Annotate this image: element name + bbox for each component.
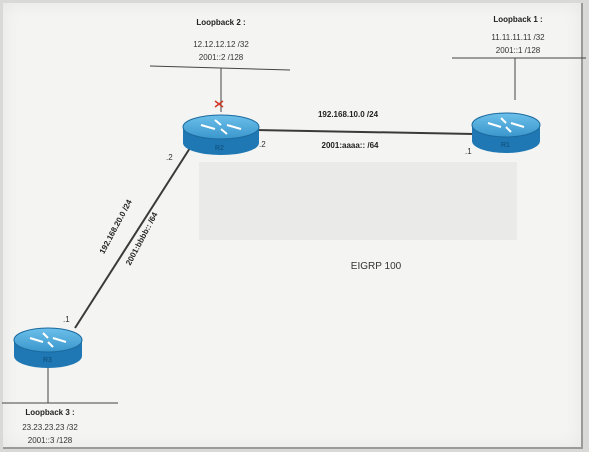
link-r2-r1-ipv6: 2001:aaaa:: /64 [322,141,379,150]
loopback-line-r2 [149,65,291,71]
link-r2-r3 [74,147,191,329]
interface-fault-icon [214,100,224,108]
loopback2-title: Loopback 2 : [196,18,245,27]
r2-if-to-r1: .2 [259,140,266,149]
link-r2-r1 [254,129,475,135]
link-r2-r3-ipv6: 2001:bbbb:: /64 [124,210,160,267]
routing-protocol-label: EIGRP 100 [351,261,402,272]
loopback3-ipv4: 23.23.23.23 /32 [22,423,78,432]
r1-if-to-r2: .1 [465,147,472,156]
loopback1-ipv6: 2001::1 /128 [496,46,541,55]
router-r3-label: R3 [43,357,52,364]
loopback1-title: Loopback 1 : [493,15,542,24]
loopback2-ipv6: 2001::2 /128 [199,53,244,62]
r2-if-to-r3: .2 [166,153,173,162]
link-r2-r1-ipv4: 192.168.10.0 /24 [318,110,379,119]
loopback3-title: Loopback 3 : [25,408,74,417]
router-r2[interactable]: R2 [182,114,260,155]
router-r1[interactable]: R1 [471,112,541,153]
router-r1-label: R1 [501,142,510,149]
r3-if-to-r2: .1 [63,315,70,324]
loopback2-ipv4: 12.12.12.12 /32 [193,40,249,49]
router-r3[interactable]: R3 [13,327,83,368]
redacted-area [199,162,517,240]
router-r2-label: R2 [215,145,224,152]
link-r2-r3-ipv4: 192.168.20.0 /24 [98,198,134,256]
loopback1-ipv4: 11.11.11.11 /32 [491,33,545,42]
loopback3-ipv6: 2001::3 /128 [28,436,73,445]
